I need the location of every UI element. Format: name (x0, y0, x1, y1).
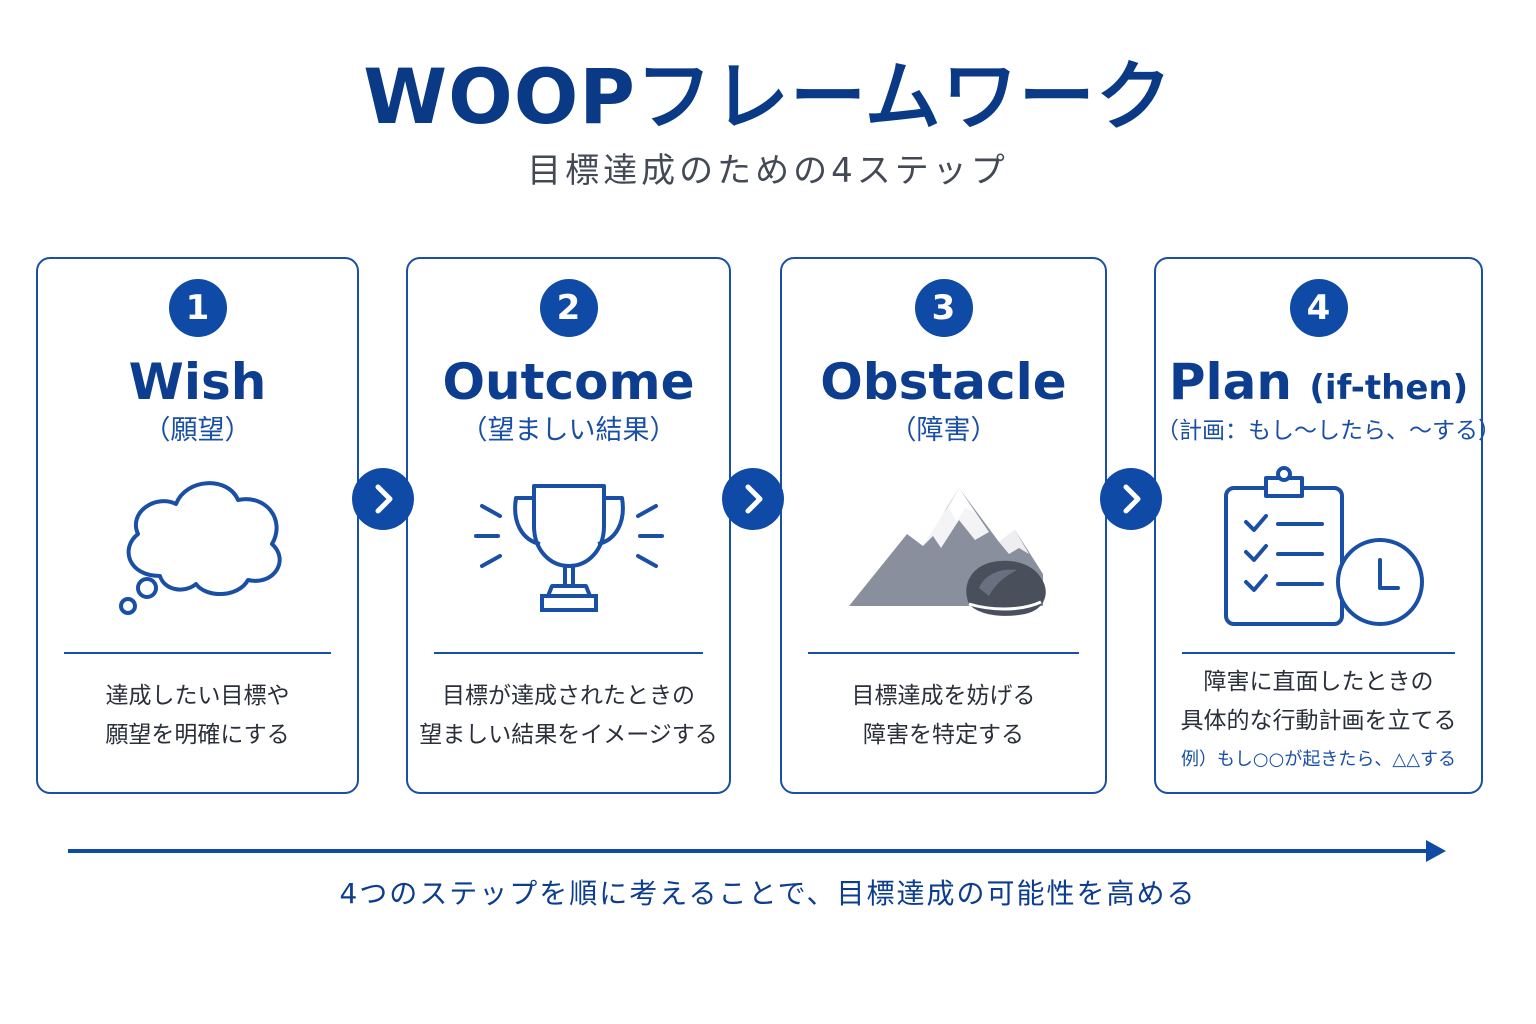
card-divider (1182, 652, 1455, 654)
description-line: 障害を特定する (863, 722, 1024, 748)
step-description: 達成したい目標や 願望を明確にする (38, 677, 357, 755)
description-line: 具体的な行動計画を立てる (1180, 708, 1457, 734)
step-card-obstacle: 3 Obstacle （障害） 目標達成を妨げる 障害を特定する (780, 257, 1107, 794)
step-name: Obstacle (782, 349, 1105, 415)
trophy-icon (408, 464, 729, 634)
page-title: WOOPフレームワーク (363, 52, 1173, 141)
step-number-badge: 3 (914, 279, 973, 337)
mountain-rock-icon (782, 464, 1105, 634)
step-description: 障害に直面したときの 具体的な行動計画を立てる (1156, 663, 1481, 741)
step-name-text: Obstacle (820, 353, 1067, 411)
description-line: 目標が達成されたときの (442, 683, 695, 709)
step-name: Plan (if-then) (1156, 349, 1481, 421)
step-card-outcome: 2 Outcome （望ましい結果） 目標が達成されたときの 望ましい結果をイメ… (406, 257, 731, 794)
step-description: 目標達成を妨げる 障害を特定する (782, 677, 1105, 755)
step-name-text: Plan (1168, 353, 1292, 411)
step-number-badge: 2 (539, 279, 598, 337)
description-line: 目標達成を妨げる (851, 683, 1036, 709)
footer-caption: 4つのステップを順に考えることで、目標達成の可能性を高める (339, 877, 1197, 910)
step-card-wish: 1 Wish （願望） 達成したい目標や 願望を明確にする (36, 257, 359, 794)
step-name-text: Wish (128, 353, 267, 411)
thought-cloud-icon (38, 464, 357, 634)
progress-arrow (68, 837, 1448, 865)
card-divider (64, 652, 331, 654)
step-name: Outcome (408, 349, 729, 415)
checklist-clock-icon (1156, 464, 1481, 634)
step-jp-label: （願望） (143, 415, 252, 446)
chevron-right-icon (722, 468, 784, 530)
chevron-right-icon (352, 468, 414, 530)
card-divider (434, 652, 703, 654)
description-line: 達成したい目標や (105, 683, 290, 709)
page-subtitle: 目標達成のための4ステップ (527, 151, 1009, 191)
card-divider (808, 652, 1079, 654)
description-line: 望ましい結果をイメージする (419, 722, 718, 748)
step-number-badge: 4 (1289, 279, 1348, 337)
step-name-text: Outcome (442, 353, 695, 411)
description-line: 願望を明確にする (105, 722, 290, 748)
description-line: 障害に直面したときの (1203, 669, 1434, 695)
step-jp-label: （望ましい結果） (460, 415, 677, 446)
step-name-sub: (if-then) (1309, 368, 1469, 408)
step-jp-label: （計画：もし～したら、～する） (1156, 418, 1501, 444)
step-jp-label: （障害） (889, 415, 998, 446)
step-card-plan: 4 Plan (if-then) （計画：もし～したら、～する） 障害に直面した… (1154, 257, 1501, 794)
step-description: 目標が達成されたときの 望ましい結果をイメージする (408, 677, 729, 755)
step-name: Wish (38, 349, 357, 415)
step-number-badge: 1 (168, 279, 227, 337)
plan-example: 例）もし○○が起きたら、△△する (1180, 749, 1457, 770)
chevron-right-icon (1100, 468, 1162, 530)
